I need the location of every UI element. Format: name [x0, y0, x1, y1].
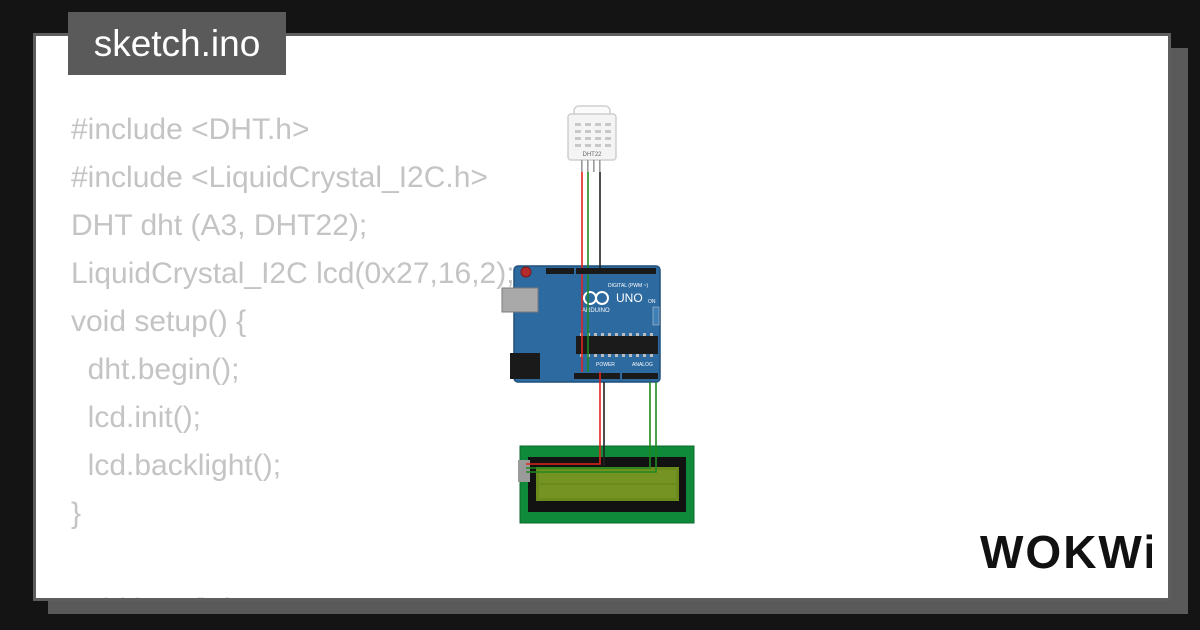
arduino-logo-icon [583, 291, 609, 305]
wires [526, 172, 657, 473]
power-led-label: ON [648, 299, 656, 305]
code-line: void setup() { [71, 305, 247, 338]
board-model-label: UNO [616, 291, 643, 305]
lcd-1602-display [518, 445, 695, 524]
code-line: LiquidCrystal_I2C lcd(0x27,16,2); [71, 257, 515, 290]
analog-pins-label: ANALOG [632, 362, 653, 368]
file-name-tab: sketch.ino [68, 12, 286, 75]
code-line: void loop() { [71, 586, 515, 598]
code-line: lcd.init(); [71, 401, 202, 434]
power-pins-label: POWER [596, 362, 615, 368]
code-line: DHT dht (A3, DHT22); [71, 209, 368, 242]
code-line: } [71, 497, 82, 530]
preview-card: #include <DHT.h> #include <LiquidCrystal… [33, 33, 1171, 601]
wokwi-logo: WOKWi [980, 526, 1152, 578]
sensor-label: DHT22 [582, 152, 602, 158]
code-line: lcd.backlight(); [71, 449, 282, 482]
code-line: dht.begin(); [71, 353, 240, 386]
arduino-uno-board: UNO ARDUINO DIGITAL (PWM ~) ANALOG POWER… [501, 265, 661, 383]
digital-pins-label: DIGITAL (PWM ~) [608, 283, 648, 289]
board-brand-label: ARDUINO [582, 308, 610, 314]
code-line: #include <DHT.h> [71, 113, 310, 146]
dht22-sensor: DHT22 [567, 105, 617, 172]
code-listing: #include <DHT.h> #include <LiquidCrystal… [71, 106, 515, 598]
wokwi-logo-text: WOKWi [980, 526, 1152, 578]
circuit-diagram: DHT22 [501, 105, 695, 524]
code-line: #include <LiquidCrystal_I2C.h> [71, 161, 488, 194]
